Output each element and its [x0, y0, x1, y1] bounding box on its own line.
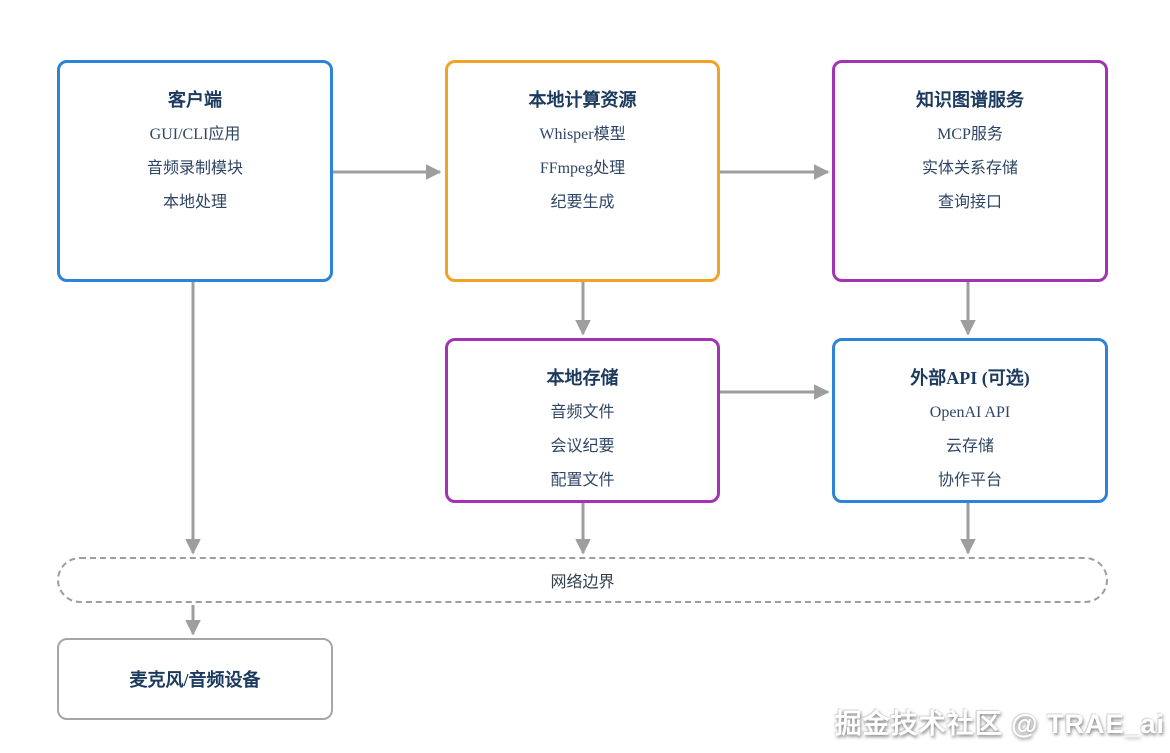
node-external-api-title: 外部API (可选)	[910, 368, 1030, 388]
node-knowledge-graph: 知识图谱服务 MCP服务 实体关系存储 查询接口	[832, 60, 1108, 282]
node-external-api-item: 协作平台	[937, 472, 1002, 489]
node-local-storage-item: 会议纪要	[550, 438, 615, 455]
node-knowledge-graph-title: 知识图谱服务	[916, 90, 1024, 110]
node-microphone-audio-device: 麦克风/音频设备	[57, 638, 333, 720]
node-local-compute-item: 纪要生成	[550, 194, 615, 211]
node-knowledge-graph-item: 实体关系存储	[921, 160, 1018, 177]
node-microphone-title: 麦克风/音频设备	[129, 670, 261, 690]
node-local-compute-item: FFmpeg处理	[539, 160, 626, 177]
node-local-storage-item: 配置文件	[550, 472, 615, 489]
node-client-item: 本地处理	[162, 194, 227, 211]
node-client-title: 客户端	[168, 90, 222, 110]
node-external-api-item: 云存储	[945, 438, 994, 455]
node-client-item: GUI/CLI应用	[149, 126, 241, 143]
node-local-compute: 本地计算资源 Whisper模型 FFmpeg处理 纪要生成	[445, 60, 720, 282]
node-external-api-item: OpenAI API	[929, 404, 1011, 421]
node-client: 客户端 GUI/CLI应用 音频录制模块 本地处理	[57, 60, 333, 282]
node-local-compute-item: Whisper模型	[539, 126, 626, 143]
node-local-compute-title: 本地计算资源	[528, 90, 637, 110]
node-knowledge-graph-item: MCP服务	[937, 126, 1003, 143]
network-boundary: 网络边界	[57, 557, 1108, 603]
node-local-storage: 本地存储 音频文件 会议纪要 配置文件	[445, 338, 720, 503]
node-local-storage-title: 本地存储	[546, 368, 619, 388]
watermark-text: 掘金技术社区 @ TRAE_ai	[834, 709, 1165, 739]
network-boundary-label: 网络边界	[550, 574, 615, 591]
node-local-storage-item: 音频文件	[550, 404, 615, 421]
node-knowledge-graph-item: 查询接口	[937, 194, 1002, 211]
node-external-api: 外部API (可选) OpenAI API 云存储 协作平台	[832, 338, 1108, 503]
node-client-item: 音频录制模块	[146, 160, 243, 177]
